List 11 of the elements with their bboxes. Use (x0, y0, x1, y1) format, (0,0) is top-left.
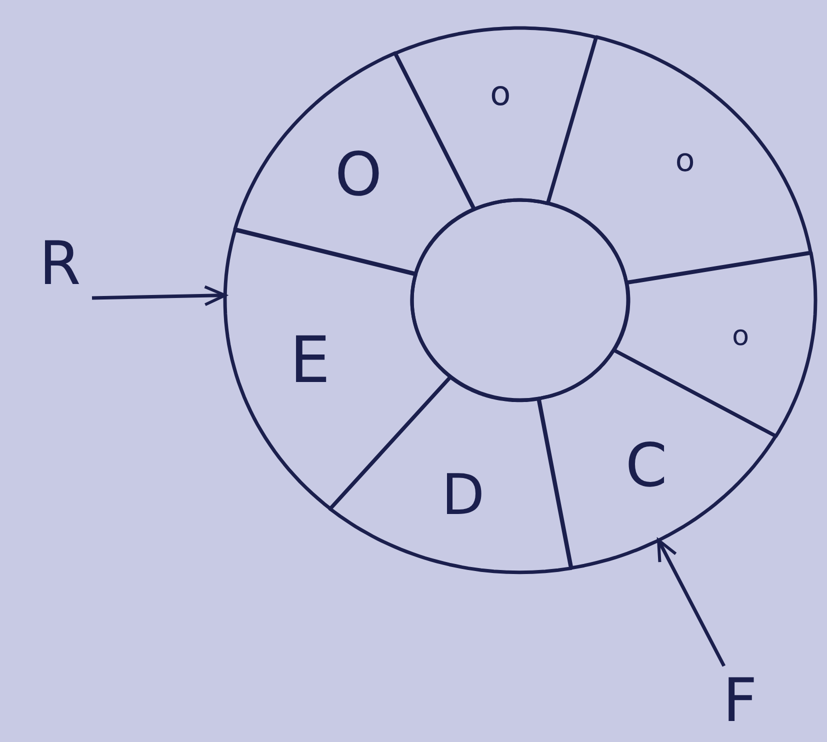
pointer-label: R (30, 228, 90, 300)
cell-value: o (490, 77, 511, 112)
pointer-arrow (656, 538, 726, 667)
pointer-label: F (705, 665, 775, 737)
cell-value: C (625, 436, 668, 496)
cell-value: O (334, 144, 382, 205)
cell-value: D (441, 468, 485, 524)
cell-value: o (732, 322, 750, 350)
cell-value: E (290, 329, 330, 394)
cell-value: o (675, 144, 695, 176)
pointer-arrow (92, 285, 226, 306)
